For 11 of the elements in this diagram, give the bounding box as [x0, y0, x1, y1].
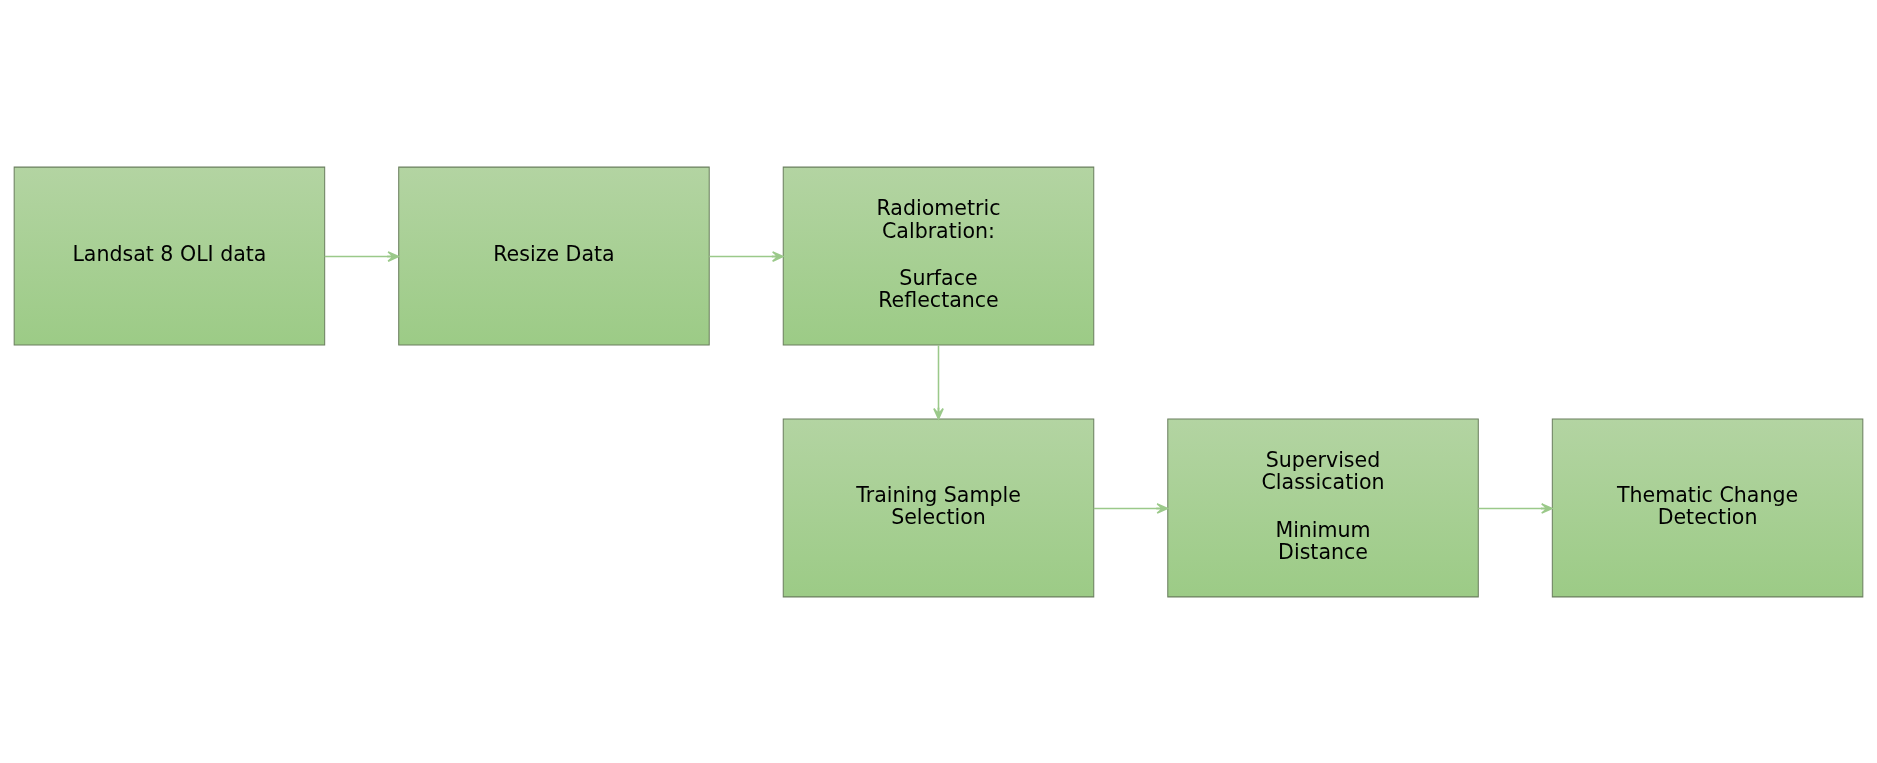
arrow [708, 250, 784, 262]
node-box: Landsat 8 OLI data [13, 166, 326, 345]
node-box: Supervised Classication Minimum Distance [1167, 418, 1479, 597]
node-box: Training Sample Selection [782, 418, 1095, 597]
arrow [1477, 502, 1553, 514]
node-box: Thematic Change Detection [1551, 418, 1864, 597]
arrow [933, 343, 944, 420]
arrow [1093, 502, 1169, 514]
arrow [323, 250, 400, 262]
node-box: Radiometric Calbration: Surface Reflectance [782, 166, 1095, 345]
node-box: Resize Data [398, 166, 710, 345]
